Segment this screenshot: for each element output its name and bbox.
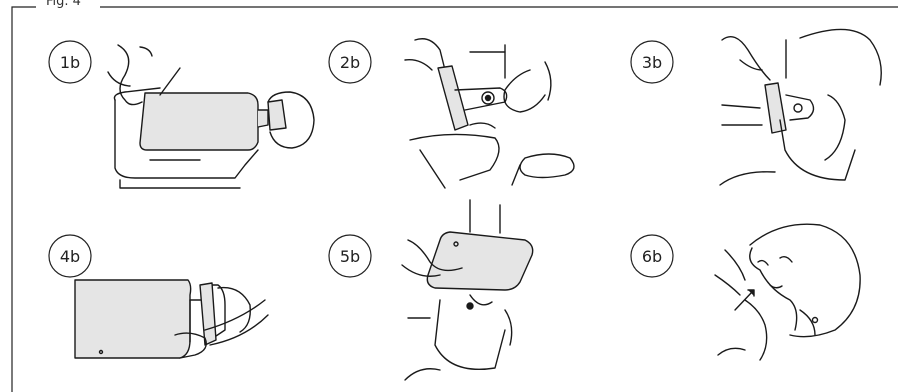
step-badge-4b: 4b — [49, 235, 91, 277]
step-badge-5b: 5b — [329, 235, 371, 277]
step-label-6b: 6b — [642, 247, 662, 266]
step-label-3b: 3b — [642, 53, 662, 72]
step-label-5b: 5b — [340, 247, 360, 266]
step-label-1b: 1b — [60, 53, 80, 72]
step-badge-3b: 3b — [631, 41, 673, 83]
step-badge-2b: 2b — [329, 41, 371, 83]
step-badge-6b: 6b — [631, 235, 673, 277]
step-badge-1b: 1b — [49, 41, 91, 83]
step-label-4b: 4b — [60, 247, 80, 266]
step-label-2b: 2b — [340, 53, 360, 72]
